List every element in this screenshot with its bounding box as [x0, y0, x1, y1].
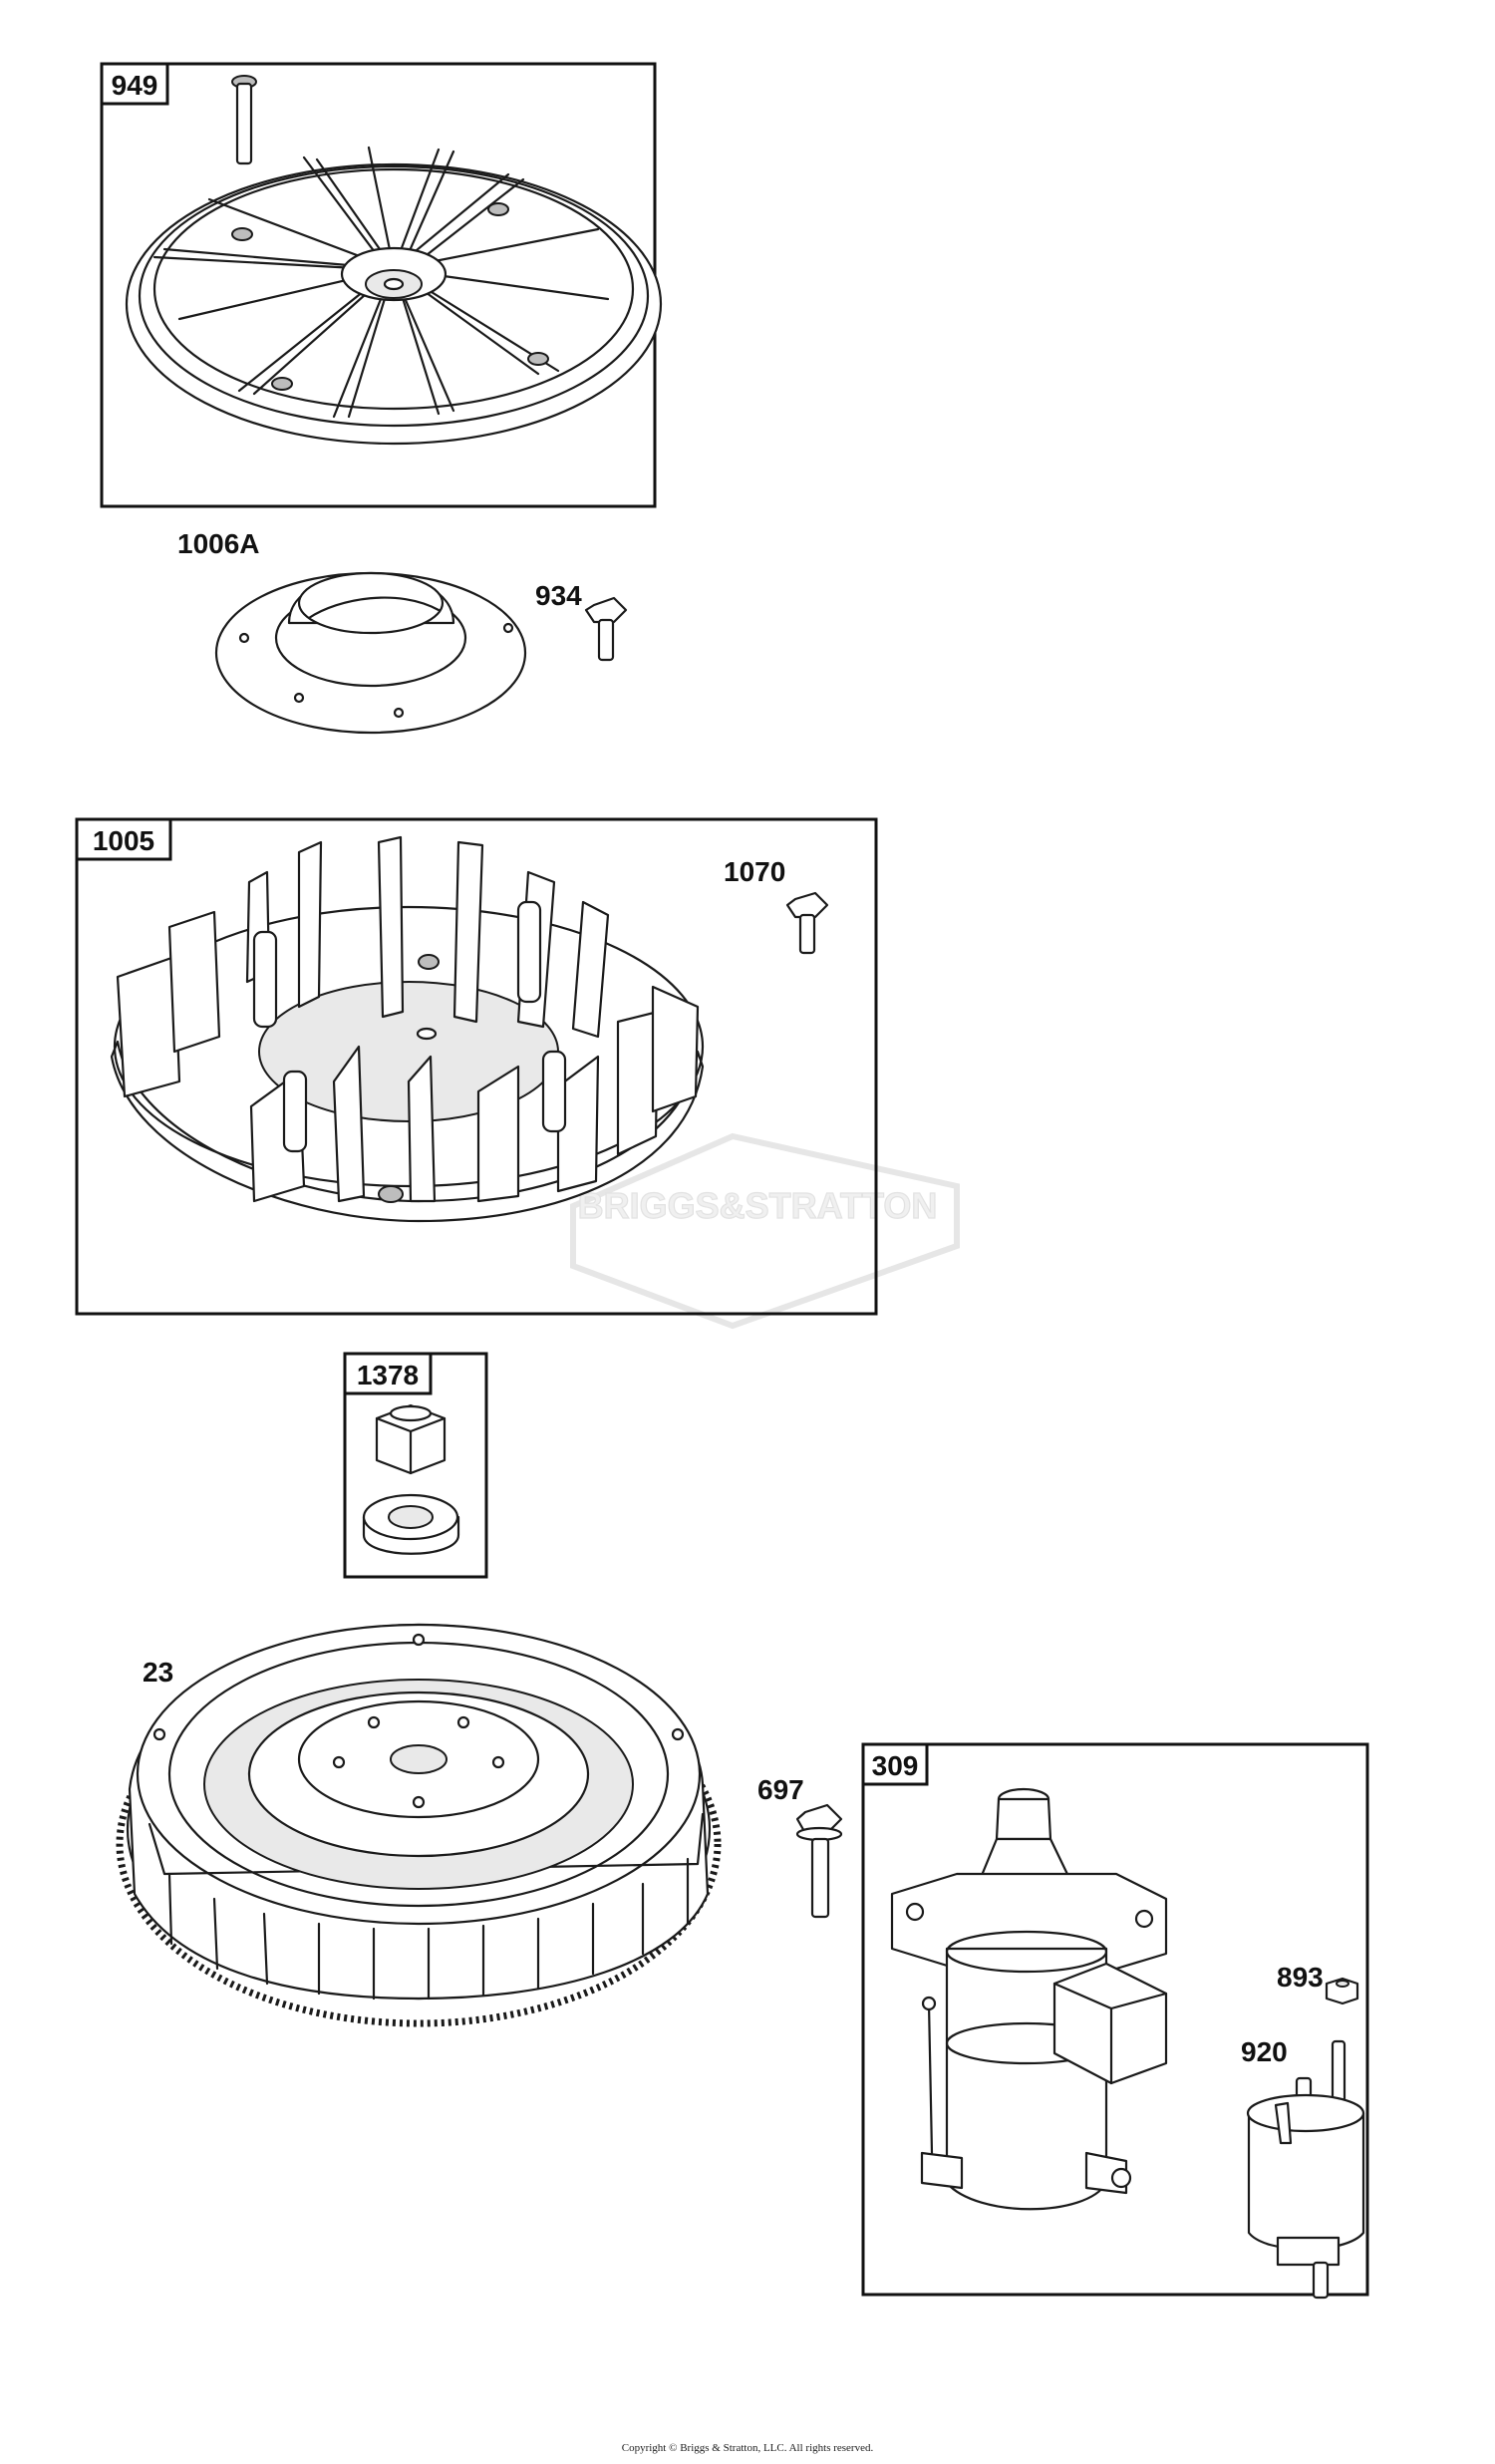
part-label-920: 920 — [1241, 2036, 1288, 2067]
flywheel-drawing — [116, 1623, 722, 2027]
part-label-1070: 1070 — [724, 856, 785, 887]
screen-bolt-icon — [231, 75, 257, 165]
blower-screen-drawing — [125, 75, 663, 446]
tag-1378 — [343, 1352, 433, 1395]
part-label-934: 934 — [535, 580, 582, 611]
part-label-1378: 1378 — [357, 1360, 419, 1390]
starter-bolt-icon — [795, 1803, 843, 1919]
tag-1005 — [75, 817, 172, 861]
part-label-949: 949 — [112, 70, 158, 101]
part-label-893: 893 — [1277, 1962, 1324, 1993]
copyright-text: Copyright © Briggs & Stratton, LLC. All … — [622, 2442, 874, 2454]
cup-screw-icon — [584, 596, 628, 662]
tag-949 — [100, 62, 169, 106]
solenoid-drawing — [1246, 2039, 1365, 2300]
rotating-cup-drawing — [214, 571, 527, 735]
flywheel-nut-icon — [375, 1403, 447, 1475]
tag-309 — [861, 1742, 929, 1786]
watermark-text: BRIGGS&STRATTON — [578, 1185, 938, 1226]
flywheel-washer-icon — [362, 1493, 460, 1555]
fan-screw-icon — [785, 891, 829, 955]
part-label-309: 309 — [872, 1750, 919, 1781]
terminal-nut-icon — [1325, 1977, 1359, 2005]
part-label-1005: 1005 — [93, 825, 154, 856]
fan-drawing — [110, 835, 705, 1223]
part-label-1006a: 1006A — [177, 528, 260, 559]
part-label-23: 23 — [143, 1657, 173, 1688]
starter-motor-drawing — [890, 1787, 1168, 2211]
part-label-697: 697 — [757, 1774, 804, 1805]
frame-309 — [861, 1742, 1369, 2297]
frame-1005 — [75, 817, 878, 1316]
